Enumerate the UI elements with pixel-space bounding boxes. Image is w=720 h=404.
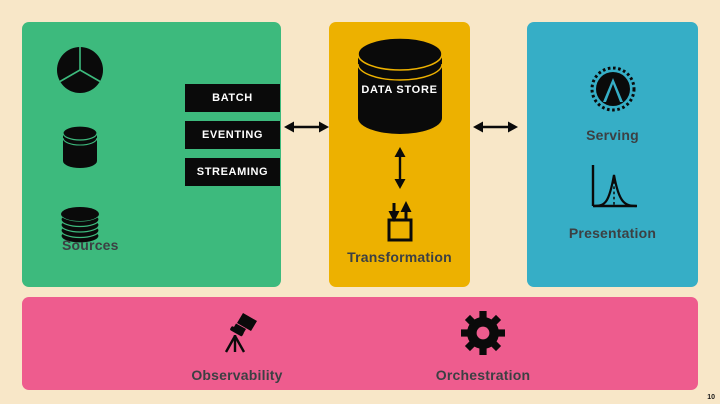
sources-icon-column xyxy=(45,32,115,251)
stage-chip-eventing[interactable]: EVENTING xyxy=(185,121,280,149)
pie-chart-icon xyxy=(56,46,104,99)
serving-group: Serving xyxy=(527,64,698,143)
sources-to-datastore-arrow xyxy=(284,118,329,141)
source-stage-list: BATCH EVENTING STREAMING xyxy=(185,84,280,186)
datastore-to-serving-arrow xyxy=(473,118,518,141)
panel-datastore: DATA STORE Transformation xyxy=(329,22,470,287)
stage-chip-streaming[interactable]: STREAMING xyxy=(185,158,280,186)
operations-item-row: Observability xyxy=(22,311,698,383)
operations-item-observability: Observability xyxy=(167,311,307,383)
double-vertical-arrow-icon xyxy=(391,147,409,194)
serving-caption: Serving xyxy=(586,127,639,143)
bell-curve-chart-icon xyxy=(585,162,641,217)
serving-badge-icon xyxy=(588,64,638,119)
data-store-cylinder-icon xyxy=(352,36,448,141)
stage-chip-batch[interactable]: BATCH xyxy=(185,84,280,112)
database-cylinder-icon xyxy=(60,125,100,174)
sources-caption: Sources xyxy=(62,237,119,253)
presentation-group: Presentation xyxy=(527,162,698,241)
transformation-box-icon xyxy=(378,198,422,247)
orchestration-caption: Orchestration xyxy=(435,367,531,383)
page-number: 10 xyxy=(707,394,715,401)
operations-item-orchestration: Orchestration xyxy=(413,311,553,383)
panel-operations: Observability xyxy=(22,297,698,390)
stacked-disks-icon xyxy=(57,202,103,251)
panel-sources: BATCH EVENTING STREAMING Sources xyxy=(22,22,281,287)
observability-caption: Observability xyxy=(191,367,283,383)
gear-icon xyxy=(461,311,505,360)
telescope-icon xyxy=(213,311,261,360)
presentation-caption: Presentation xyxy=(568,225,657,241)
datastore-icon-column xyxy=(329,36,470,247)
panel-serving: Serving Presentation xyxy=(527,22,698,287)
transformation-caption: Transformation xyxy=(347,249,452,265)
